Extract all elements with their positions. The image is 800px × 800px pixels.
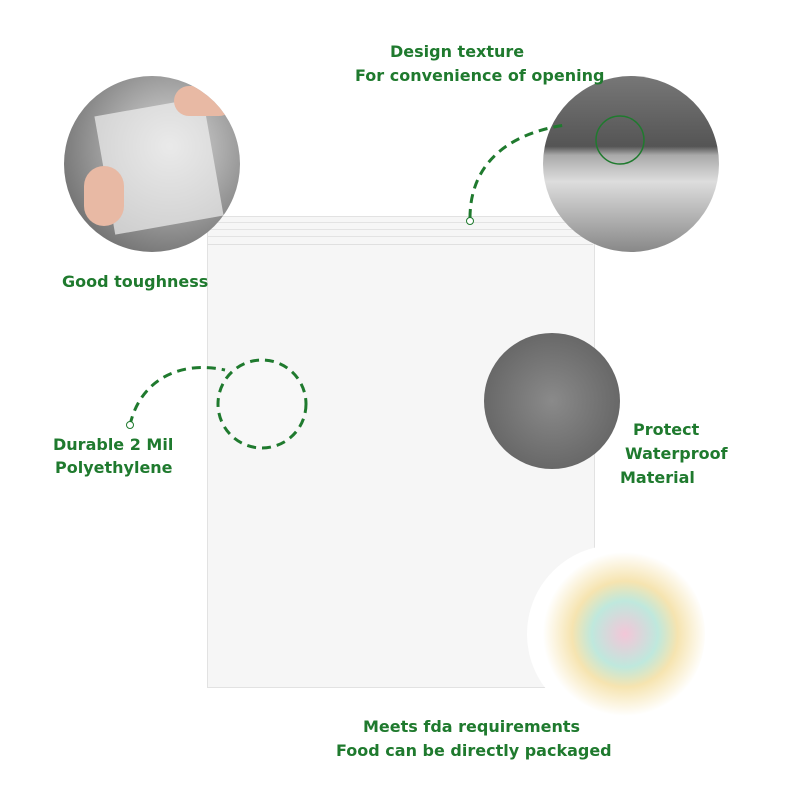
fda-label-2: Food can be directly packaged — [336, 741, 612, 760]
zipper-seal — [207, 216, 593, 245]
material-closeup — [218, 360, 306, 448]
durable-label-1: Durable 2 Mil — [53, 435, 174, 454]
durable-label-2: Polyethylene — [55, 458, 173, 477]
waterproof-label-1: Protect — [633, 420, 700, 439]
texture-label-2: For convenience of opening — [355, 66, 605, 85]
toughness-photo — [64, 76, 240, 252]
waterproof-label-2: Waterproof — [625, 444, 728, 463]
fda-label-1: Meets fda requirements — [363, 717, 581, 736]
toughness-label: Good toughness — [62, 272, 209, 291]
waterproof-label-3: Material — [620, 468, 695, 487]
texture-label-1: Design texture — [390, 42, 525, 61]
waterproof-photo — [484, 333, 620, 469]
zipper-texture-photo — [543, 76, 719, 252]
food-beads-photo — [527, 545, 705, 723]
